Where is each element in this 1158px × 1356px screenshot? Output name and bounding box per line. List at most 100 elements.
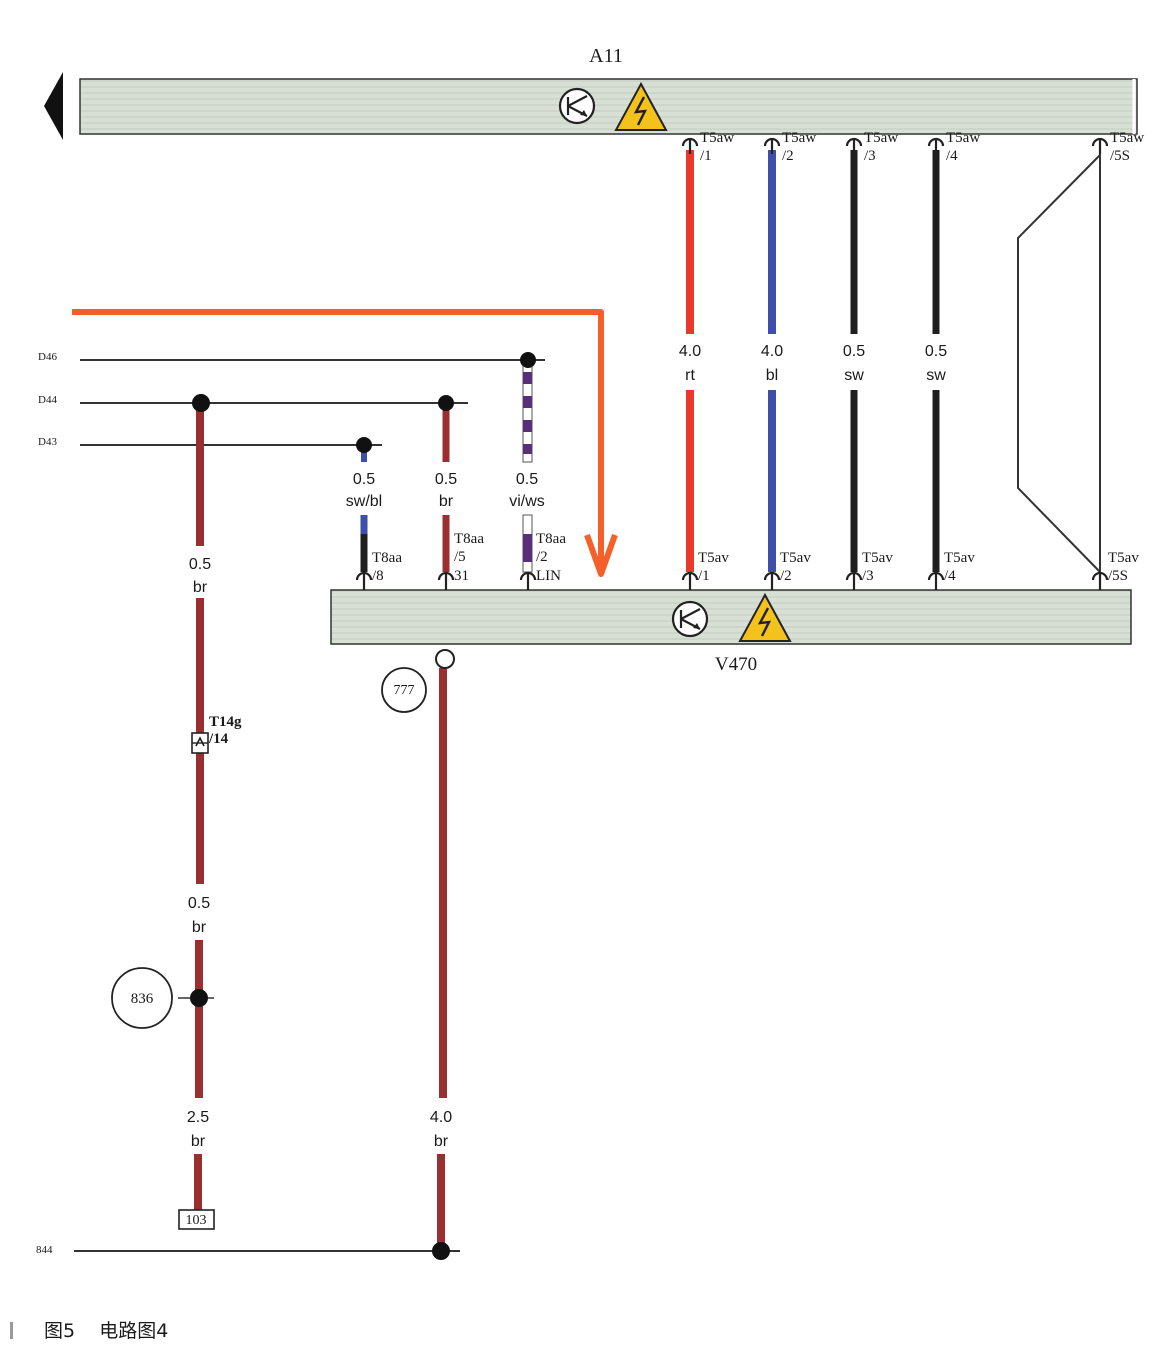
lower-wire-br: 0.5 br T8aa /5 31 xyxy=(435,395,484,590)
caption-figure-number: 图5 xyxy=(44,1320,76,1342)
wire-stripe xyxy=(523,534,532,562)
top-connector-label: T5aw xyxy=(1110,130,1144,146)
lower-wire-vi-ws: 0.5 vi/ws T8aa /2 LIN xyxy=(509,352,566,590)
wire-stripe xyxy=(523,396,532,408)
highlight-arrow-line xyxy=(72,309,604,570)
connector-pin-icon xyxy=(763,137,781,154)
wire-color-label: rt xyxy=(685,367,695,384)
bottom-pin-label: /5S xyxy=(1108,568,1128,584)
top-pin-label: /4 xyxy=(946,148,958,164)
connector-pin-icon xyxy=(355,571,373,590)
high-voltage-warning-icon xyxy=(614,81,668,131)
component-a11-label: A11 xyxy=(589,45,623,67)
caption-text: 图5 电路图4 xyxy=(44,1316,168,1343)
wire-color-label: br xyxy=(193,579,208,596)
connector-pin-icon xyxy=(845,137,863,154)
connector-label: T8aa xyxy=(536,531,566,547)
ref-label-844: 844 xyxy=(36,1244,53,1256)
highlight-arrow-head-icon xyxy=(584,533,618,577)
connector-pin-icon xyxy=(845,571,863,590)
figure-caption: 图5 电路图4 xyxy=(0,1312,400,1346)
wire-color-label: br xyxy=(434,1133,449,1150)
ground-terminal-icon xyxy=(435,649,455,669)
component-v470-body xyxy=(330,589,1132,645)
junction-dot xyxy=(356,437,372,453)
bottom-pin-label: /3 xyxy=(862,568,874,584)
bottom-connector-label: T5av xyxy=(1108,550,1139,566)
junction-dot xyxy=(520,352,536,368)
reference-lines: D46 D44 D43 844 xyxy=(36,351,545,1256)
wire-stripe xyxy=(523,444,532,454)
upper-wire-2: 4.0 bl T5aw /2 T5av /2 xyxy=(761,130,816,590)
compressor-symbol-icon xyxy=(671,600,709,638)
wire-color-label: br xyxy=(439,493,454,510)
shield-wire: T5aw /5S T5av /5S xyxy=(1017,130,1144,590)
component-a11-body xyxy=(79,78,1138,135)
connector-pin-icon xyxy=(927,571,945,590)
ground-point-label: 777 xyxy=(394,683,415,698)
splice-circle xyxy=(111,967,173,1029)
wire-size-label: 0.5 xyxy=(516,471,538,488)
wire-size-label: 0.5 xyxy=(188,895,210,912)
upper-wire-4: 0.5 sw T5aw /4 T5av /4 xyxy=(925,130,980,590)
pin-label: /5 xyxy=(454,549,466,565)
bottom-connector-label: T5av xyxy=(780,550,811,566)
wire-color-label: sw/bl xyxy=(346,493,382,510)
ref-label-d43: D43 xyxy=(38,436,57,448)
connector-label: T8aa xyxy=(372,550,402,566)
connector-pin-icon xyxy=(681,571,699,590)
connector-pin-icon xyxy=(1091,571,1109,590)
caption-marker xyxy=(10,1322,13,1339)
top-pin-label: /3 xyxy=(864,148,876,164)
high-voltage-warning-icon xyxy=(738,592,792,642)
arrow-left-icon xyxy=(44,72,63,140)
connector-icon xyxy=(191,732,209,754)
wire-size-label: 0.5 xyxy=(189,556,211,573)
ground-wire: 777 4.0 br xyxy=(381,649,455,1260)
wire-size-label: 0.5 xyxy=(435,471,457,488)
connector-pin-icon xyxy=(927,137,945,154)
ref-label-d44: D44 xyxy=(38,394,57,406)
connector-pin-icon xyxy=(763,571,781,590)
pin-label: /2 xyxy=(536,549,548,565)
caption-title: 电路图4 xyxy=(99,1320,169,1342)
top-connector-label: T5aw xyxy=(946,130,980,146)
component-v470: V470 xyxy=(330,589,1132,675)
upper-wire-1: 4.0 rt T5aw /1 T5av /1 xyxy=(679,130,734,590)
circuit-diagram: A11 V470 D46 xyxy=(36,45,1144,1260)
ground-point-circle xyxy=(381,667,427,713)
wire-stripe xyxy=(523,420,532,432)
shield-outline xyxy=(1017,154,1101,573)
component-a11: A11 xyxy=(44,45,1138,140)
bottom-connector-label: T5av xyxy=(944,550,975,566)
splice-label: 836 xyxy=(131,991,154,1007)
bottom-pin-label: /4 xyxy=(944,568,956,584)
bottom-pin-label: /2 xyxy=(780,568,792,584)
ref-label-d46: D46 xyxy=(38,351,57,363)
ground-point-box xyxy=(178,1209,215,1230)
splice-dot xyxy=(190,989,208,1007)
wire-color-label: br xyxy=(192,919,207,936)
wire-size-label: 2.5 xyxy=(187,1109,209,1126)
connector-label: T8aa xyxy=(454,531,484,547)
connector-pin-icon xyxy=(519,571,537,590)
connector-pin-icon xyxy=(1091,137,1109,154)
wire-size-label: 4.0 xyxy=(761,343,783,360)
ground-point-label: 103 xyxy=(186,1213,207,1228)
wire-color-label: bl xyxy=(766,367,778,384)
wire-stripe xyxy=(523,372,532,384)
wire-color-label: sw xyxy=(844,367,864,384)
lower-wire-sw-bl: 0.5 sw/bl T8aa /8 xyxy=(346,437,402,590)
connector-pin-icon xyxy=(681,137,699,154)
wire-color-label: sw xyxy=(926,367,946,384)
connector-label: T14g xyxy=(209,714,242,730)
wire-size-label: 0.5 xyxy=(843,343,865,360)
top-pin-label: /1 xyxy=(700,148,712,164)
top-connector-label: T5aw xyxy=(782,130,816,146)
junction-dot xyxy=(432,1242,450,1260)
component-v470-label: V470 xyxy=(715,654,757,675)
bottom-connector-label: T5av xyxy=(862,550,893,566)
compressor-symbol-icon xyxy=(558,87,596,125)
pin-label: /14 xyxy=(208,731,229,747)
highlight-arrow xyxy=(72,309,618,577)
